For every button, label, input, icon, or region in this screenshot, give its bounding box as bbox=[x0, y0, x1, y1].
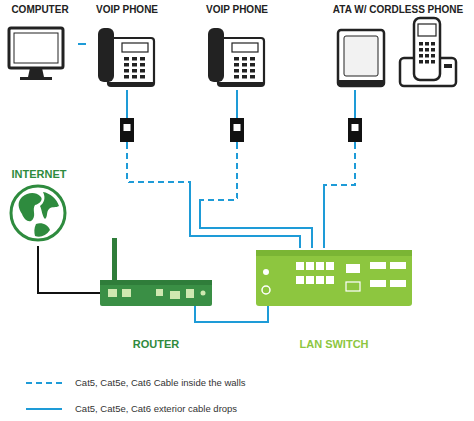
computer-icon bbox=[9, 28, 63, 80]
internet-node: INTERNET bbox=[2, 168, 76, 246]
wall-jack bbox=[230, 118, 244, 142]
ata-icon bbox=[338, 30, 384, 86]
wall-jack bbox=[348, 118, 362, 142]
router-node: ROUTER bbox=[100, 278, 212, 306]
device-label: VOIP PHONE bbox=[86, 4, 168, 15]
legend-text: Cat5, Cat5e, Cat6 Cable inside the walls bbox=[75, 370, 246, 396]
legend-line-sample bbox=[26, 382, 62, 384]
device-label: LAN SWITCH bbox=[299, 338, 368, 350]
legend-text: Cat5, Cat5e, Cat6 exterior cable drops bbox=[75, 396, 246, 421]
in-wall-dash bbox=[127, 143, 190, 182]
voip-phone-node: VOIP PHONE bbox=[196, 4, 278, 90]
computer-node: COMPUTER bbox=[2, 4, 78, 84]
network-cable bbox=[195, 306, 268, 322]
device-label: ATA W/ CORDLESS PHONE bbox=[324, 4, 472, 15]
device-label: ROUTER bbox=[133, 338, 179, 350]
device-label: INTERNET bbox=[2, 168, 76, 180]
globe-icon bbox=[11, 186, 65, 240]
router-icon bbox=[100, 238, 212, 306]
network-cable bbox=[200, 90, 312, 248]
ata-phone-node: ATA W/ CORDLESS PHONE bbox=[324, 4, 472, 90]
legend-line-sample bbox=[26, 408, 62, 410]
voip-phone-node: VOIP PHONE bbox=[86, 4, 168, 90]
wall-jack bbox=[120, 118, 134, 142]
network-cable bbox=[78, 43, 86, 45]
device-label: VOIP PHONE bbox=[196, 4, 278, 15]
in-wall-dash bbox=[324, 143, 355, 185]
network-cable bbox=[38, 246, 100, 293]
voip-phone-icon bbox=[98, 28, 154, 86]
switch-icon bbox=[256, 250, 412, 306]
switch-node: LAN SWITCH bbox=[256, 248, 412, 306]
legend: Cat5, Cat5e, Cat6 Cable inside the walls… bbox=[75, 370, 246, 421]
in-wall-dash bbox=[200, 143, 237, 200]
network-cable bbox=[127, 90, 300, 248]
voip-phone-icon bbox=[208, 28, 264, 86]
device-label: COMPUTER bbox=[2, 4, 78, 15]
network-cable bbox=[324, 90, 355, 248]
cordless-phone-icon bbox=[400, 18, 456, 86]
